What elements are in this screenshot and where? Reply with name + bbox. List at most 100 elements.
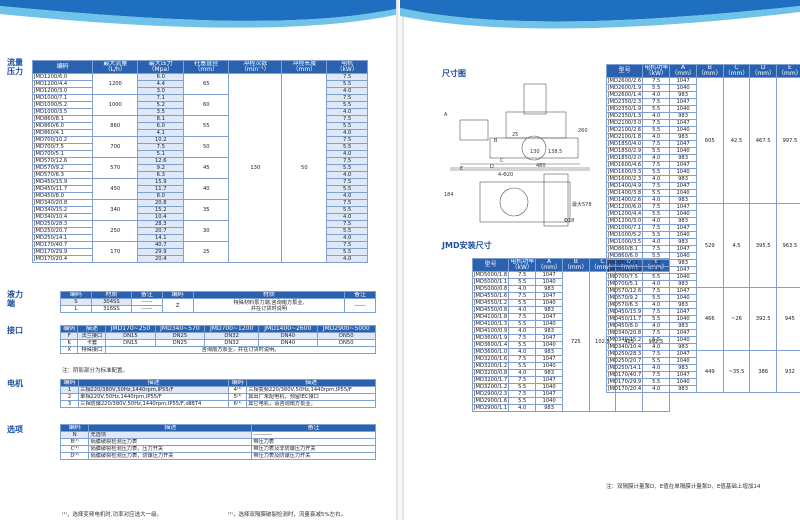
table-cell: 7.5 — [642, 203, 671, 211]
table-cell: JMD250/20.7 — [605, 357, 644, 365]
table-cell: 466 — [695, 287, 724, 351]
table-cell: 1040 — [669, 84, 697, 92]
table-cell: 1040 — [669, 378, 697, 386]
table-cell: JMD340/15.2 — [605, 336, 644, 344]
table-cell: 725 — [561, 271, 590, 412]
table-cell: 4.0 — [642, 259, 671, 267]
table-cell: 963.5 — [776, 203, 800, 288]
table-cell: 4.0 — [508, 285, 537, 293]
table-cell: 咨询南方泵业，并在订货时说明。 — [105, 346, 376, 354]
table-cell: JMD1200/3.0 — [605, 217, 644, 225]
table-row: B⁽²⁾隔膜破裂检测压力表带压力表 — [59, 438, 376, 446]
table-cell: 55 — [183, 115, 230, 137]
table-cell: JMD450/8.0 — [605, 322, 644, 330]
table-cell: 带压力表 — [251, 438, 376, 446]
table-cell: DN25 — [154, 332, 206, 340]
table-cell: 1047 — [535, 271, 563, 279]
table-cell: 5.2 — [137, 101, 185, 109]
table-cell: 4.1 — [137, 129, 185, 137]
table-cell: 4.0 — [642, 217, 671, 225]
table-cell: 5.5 — [326, 248, 368, 256]
column-header: JMD2900~5000 — [316, 325, 377, 333]
table-cell: 隔膜破裂检测压力表 — [88, 438, 253, 446]
table-cell: JMD170/40.7 — [31, 241, 94, 249]
dim-phi18: Φ18 — [564, 218, 574, 224]
footnote-1: ⁽¹⁾，选择变频电机时,功率对应选大一级。 — [62, 512, 163, 518]
table-cell: JMD2600/2.6 — [605, 77, 644, 85]
column-header: JMD700~1200 — [204, 325, 260, 333]
section-port: 接口 — [7, 326, 23, 335]
table-cell: 7.5 — [508, 292, 537, 300]
table-cell: 15.2 — [137, 206, 185, 214]
table-cell: 1040 — [669, 189, 697, 197]
table-cell: 5.1 — [137, 150, 185, 158]
dim-260: 260 — [578, 128, 588, 134]
table-cell: ~35.5 — [722, 350, 751, 393]
table-cell: 7.5 — [508, 355, 537, 363]
header-swoosh — [0, 0, 400, 28]
table-cell: JMD450/8.0 — [31, 192, 94, 200]
table-cell: 4.0 — [508, 306, 537, 314]
section-options: 选项 — [7, 425, 23, 434]
column-header: A （mm） — [669, 64, 697, 78]
dimension-drawing: A B C D E 25 480 130 138.5 260 4-Φ20 184… — [444, 83, 592, 227]
table-cell: JMD570/9.2 — [31, 164, 94, 172]
table-cell: DN32 — [204, 339, 260, 347]
table-cell: 304SS — [90, 298, 132, 306]
table-cell: JMD700/10.2 — [605, 266, 644, 274]
table-cell: 5⁽¹⁾ — [228, 393, 248, 401]
table-cell: 983 — [669, 175, 697, 183]
table-cell: JMD2100/1.8 — [605, 133, 644, 141]
table-cell: 42.5 — [722, 77, 751, 204]
table-cell: 5.5 — [326, 80, 368, 88]
table-cell: JMD3200/1.6 — [471, 355, 510, 363]
table-cell: 7.5 — [642, 266, 671, 274]
table-cell: 7.5 — [326, 157, 368, 165]
table-cell: DN50 — [316, 339, 377, 347]
table-cell: 50 — [281, 73, 328, 263]
table-cell: 529 — [695, 203, 724, 288]
table-cell: JMD5000/1.8 — [471, 271, 510, 279]
table-cell: JMD450/11.7 — [31, 185, 94, 193]
table-cell: 三相变频220/380V,50Hz,1440rpm,IP55/F — [246, 386, 376, 394]
table-cell: 983 — [669, 301, 697, 309]
table-cell: 法兰接口 — [77, 332, 107, 340]
table-cell: JMD250/20.7 — [31, 227, 94, 235]
table-cell: 7.5 — [326, 73, 368, 81]
table-cell: 4.0 — [642, 154, 671, 162]
table-cell: 5.5 — [326, 185, 368, 193]
table-cell: 无选项 — [88, 431, 253, 439]
header-row: 编码描述编码描述 — [59, 379, 376, 387]
table-cell: 1040 — [669, 147, 697, 155]
table-cell: ------ — [130, 305, 163, 313]
table-cell: 4.0 — [326, 171, 368, 179]
table-cell: JMD1850/2.9 — [605, 147, 644, 155]
table-cell: 65 — [183, 73, 230, 95]
dim-578: 最大578 — [572, 201, 592, 208]
table-cell: JMD570/12.6 — [605, 287, 644, 295]
table-cell: 45 — [183, 157, 230, 179]
table-cell: 1040 — [669, 210, 697, 218]
table-cell: ------ — [130, 298, 163, 306]
table-cell: 1 — [59, 386, 80, 394]
table-cell: 5.5 — [642, 168, 671, 176]
table-cell: 5.5 — [326, 122, 368, 130]
table-cell: 3 — [59, 400, 80, 408]
table-cell: JMD450/15.9 — [31, 178, 94, 186]
table-cell: 7.5 — [508, 376, 537, 384]
table-cell: JMD3600/1.9 — [471, 334, 510, 342]
table-cell: 4.0 — [508, 348, 537, 356]
table-cell: 5.5 — [326, 164, 368, 172]
table-cell: JMD1200/4.4 — [31, 80, 94, 88]
table-row: C⁽²⁾隔膜破裂检测压力表，压力开关带压力表及非防爆压力开关 — [59, 445, 376, 453]
dim-b: B — [494, 138, 498, 144]
table-cell: 5.5 — [508, 362, 537, 370]
